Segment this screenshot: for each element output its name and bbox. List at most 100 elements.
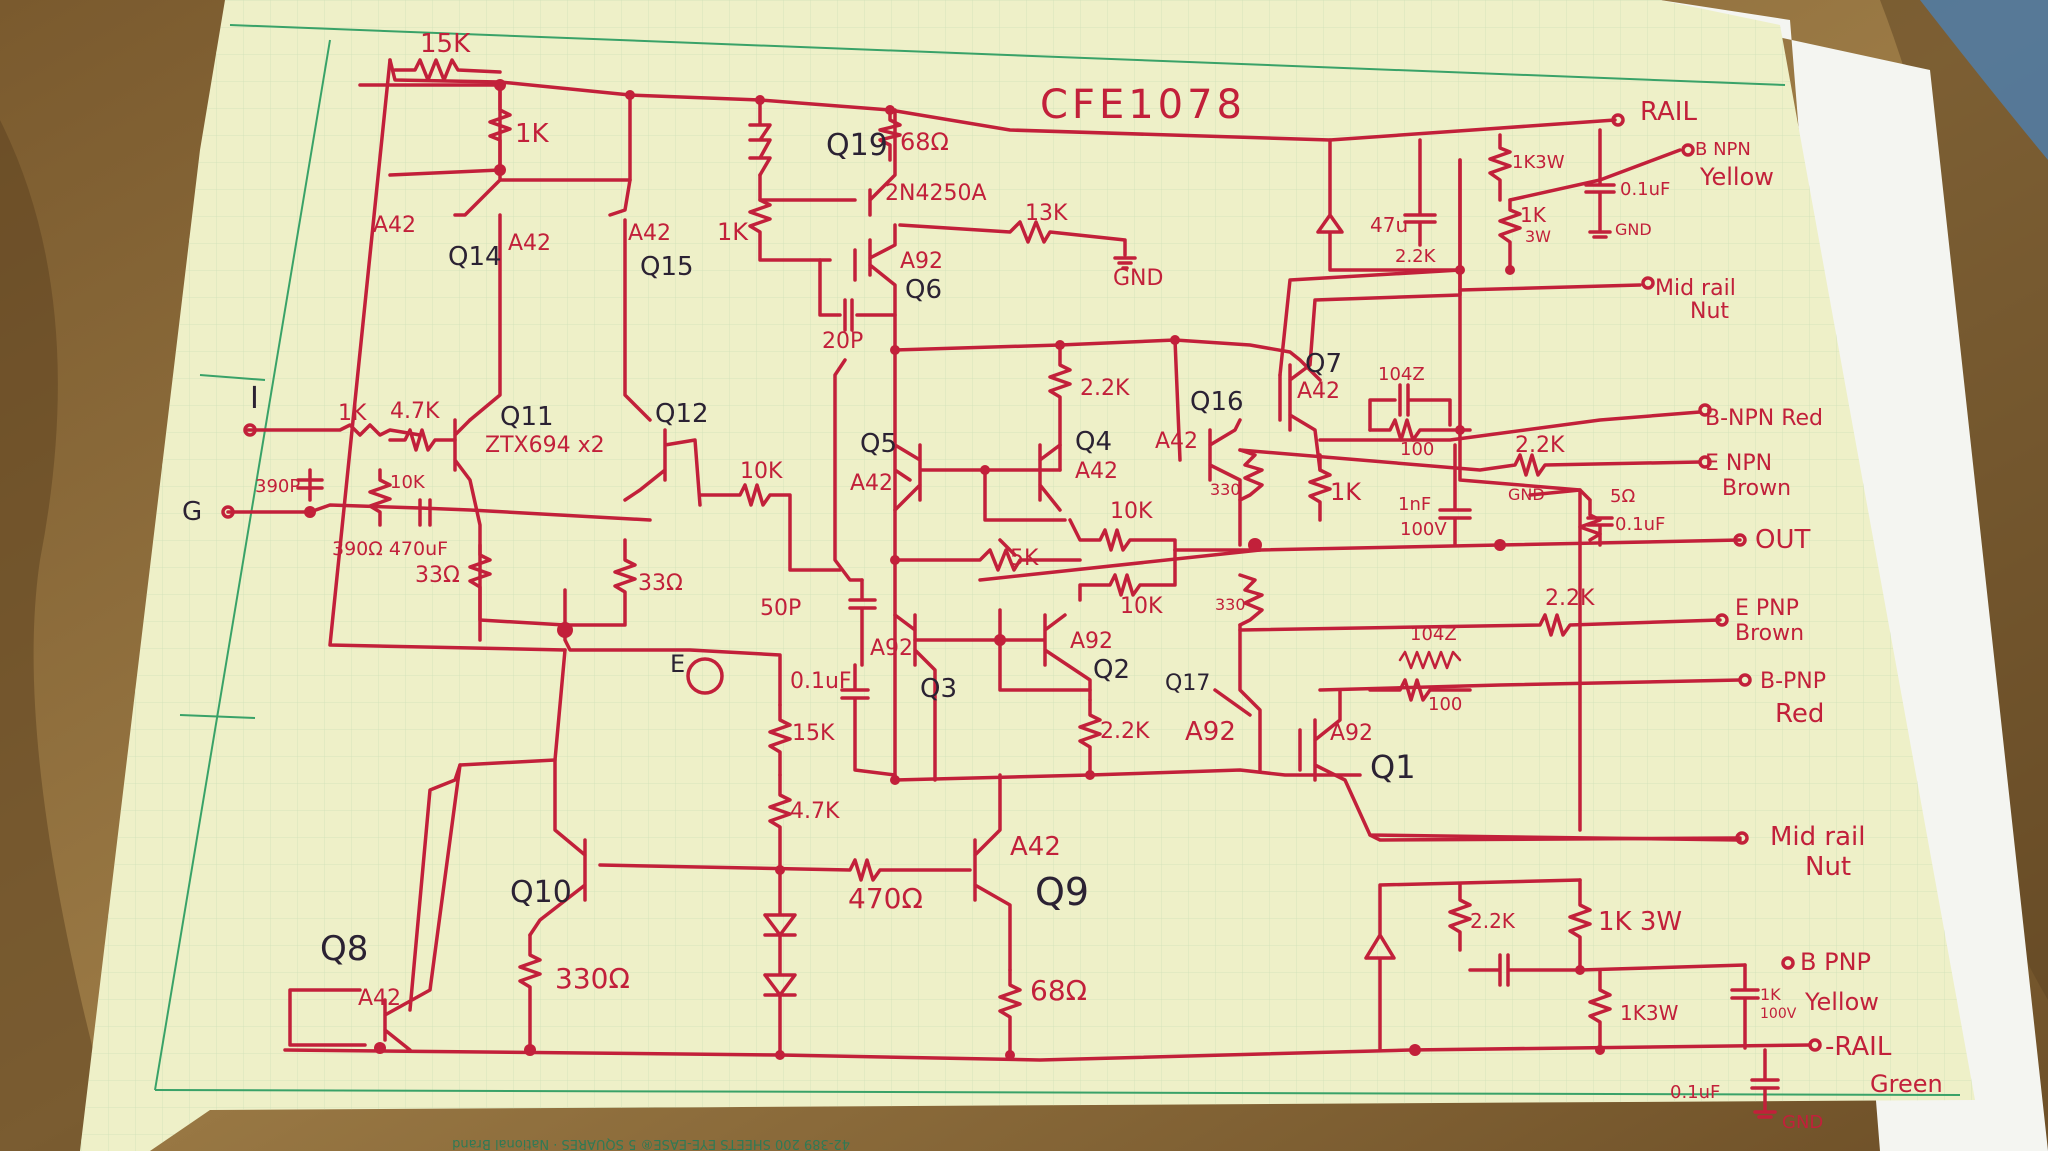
label-a92-q3: A92 (870, 636, 913, 661)
resistor-1k-q16 (1308, 453, 1332, 522)
label-1k3w-top: 1K3W (1512, 152, 1565, 173)
wire-right-bus (1278, 158, 1582, 832)
schematic-labels: CFE1078 15K 1K Q19 68Ω 2N4250A 13K GND R… (182, 29, 1943, 1133)
label-q10: Q10 (510, 875, 572, 910)
label-q2: Q2 (1093, 655, 1130, 685)
label-yellow-1: Yellow (1699, 163, 1774, 191)
label-q14: Q14 (448, 242, 502, 272)
label-q19: Q19 (826, 128, 888, 163)
resistor-2-2k-q2 (1078, 698, 1102, 772)
label-red-2: Red (1775, 699, 1824, 729)
label-13k: 13K (1025, 201, 1068, 226)
label-q5: Q5 (860, 429, 897, 459)
margin-line-bottom (154, 1089, 1961, 1096)
gnd-symbol-4 (1753, 1110, 1777, 1119)
cap-470u (418, 498, 432, 527)
label-20p: 20P (822, 329, 863, 354)
label-a42-q4: A42 (1075, 459, 1118, 484)
label-a92-q17: A92 (1185, 717, 1236, 747)
cap-47u (1403, 138, 1437, 247)
label-q11-part: ZTX694 x2 (485, 433, 605, 458)
label-330-bot: 330Ω (555, 962, 630, 995)
q8-symbol (288, 763, 462, 1052)
label-gnd-2: GND (1615, 220, 1652, 239)
label-390-470: 390Ω 470uF (332, 538, 448, 560)
label-68-bot: 68Ω (1030, 974, 1087, 1007)
q7-symbol (1278, 158, 1462, 472)
wire-bottom-rail (283, 1043, 1812, 1062)
label-4-7k-in: 4.7K (390, 399, 440, 424)
label-q11: Q11 (500, 402, 554, 432)
q5-symbol (893, 443, 1062, 512)
wire-q19 (758, 108, 897, 217)
resistor-1k-top (488, 88, 512, 172)
cap-1nf (1438, 443, 1472, 547)
resistor-1k3w-bot (1568, 878, 1747, 972)
label-5k: 5K (1010, 546, 1039, 571)
label-5-ohm: 5Ω (1610, 486, 1635, 507)
label-gnd-1: GND (1113, 266, 1163, 291)
label-15k-bot: 15K (792, 721, 835, 746)
label-104z-top: 104Z (1378, 364, 1425, 385)
label-390p: 390P (255, 476, 300, 497)
label-gnd-4: GND (1782, 1112, 1823, 1133)
label-e-test: E (670, 650, 685, 678)
diodes-top (748, 98, 772, 177)
cap-104z-top (1368, 383, 1452, 432)
label-gnd-3: GND (1508, 485, 1545, 504)
label-22k-e-npn: 2.2K (1515, 433, 1565, 458)
label-q7: Q7 (1305, 349, 1342, 379)
label-330-q17: 330 (1215, 595, 1246, 614)
q17-symbol (1213, 623, 1262, 772)
q10-symbol (528, 758, 587, 937)
q2-symbol (913, 613, 1092, 702)
diode-top-right (1316, 138, 1462, 272)
label-brown-2: Brown (1735, 621, 1804, 646)
resistor-330-q17 (1238, 573, 1264, 627)
resistor-330-q16 (1238, 448, 1264, 502)
label-e-pnp: E PNP (1735, 596, 1799, 621)
q1-symbol (1298, 688, 1742, 842)
label-a42-q5: A42 (850, 471, 893, 496)
label-1k-q16: 1K (1330, 478, 1362, 506)
resistor-4-7k-in (388, 428, 457, 452)
label-mid-rail-1: Mid rail (1655, 276, 1736, 301)
label-4-7k-bot: 4.7K (790, 799, 840, 824)
diodes-bottom (763, 868, 797, 1057)
diode-bottom-right (1364, 878, 1582, 1052)
label-a42-2: A42 (508, 231, 551, 256)
resistor-2-2k-bot (1448, 883, 1472, 952)
label-100-bot: 100 (1428, 694, 1462, 715)
margin-line-left (154, 39, 331, 1091)
wire-left-bus (328, 58, 567, 652)
cap-bot-a (1468, 953, 1582, 987)
label-a42-q8: A42 (358, 986, 401, 1011)
label-a42-q9: A42 (1010, 832, 1061, 862)
resistor-330-bot (518, 933, 542, 1052)
label-1k-top: 1K (515, 119, 550, 149)
label-01-mid: 0.1uF (790, 669, 852, 694)
wire-q5-stack (893, 348, 912, 782)
q4-symbol (983, 443, 1067, 522)
wire-q12-collector (623, 218, 652, 422)
label-green: Green (1870, 1070, 1943, 1098)
label-33-a: 33Ω (415, 563, 460, 588)
wire-input-i (246, 423, 422, 437)
label-q19-part: 2N4250A (885, 181, 987, 206)
wire-e-npn (1238, 448, 1702, 477)
label-22k-q2: 2.2K (1100, 719, 1150, 744)
resistor-68-top (878, 108, 902, 162)
cap-20p (818, 258, 897, 332)
resistor-10k-d (1078, 548, 1177, 602)
label-1k-mid: 1K (717, 218, 749, 246)
wire-q6 (853, 223, 897, 352)
label-10k-d: 10K (1120, 594, 1163, 619)
label-22k-bot: 2.2K (1470, 909, 1516, 933)
wire-low-bus (893, 768, 1362, 782)
label-a92-q2: A92 (1070, 629, 1113, 654)
label-1k3w-bot: 1K 3W (1598, 907, 1682, 937)
label-104z-bot: 104Z (1410, 624, 1457, 645)
terminals (221, 113, 1822, 1052)
label-q1: Q1 (1370, 748, 1416, 786)
